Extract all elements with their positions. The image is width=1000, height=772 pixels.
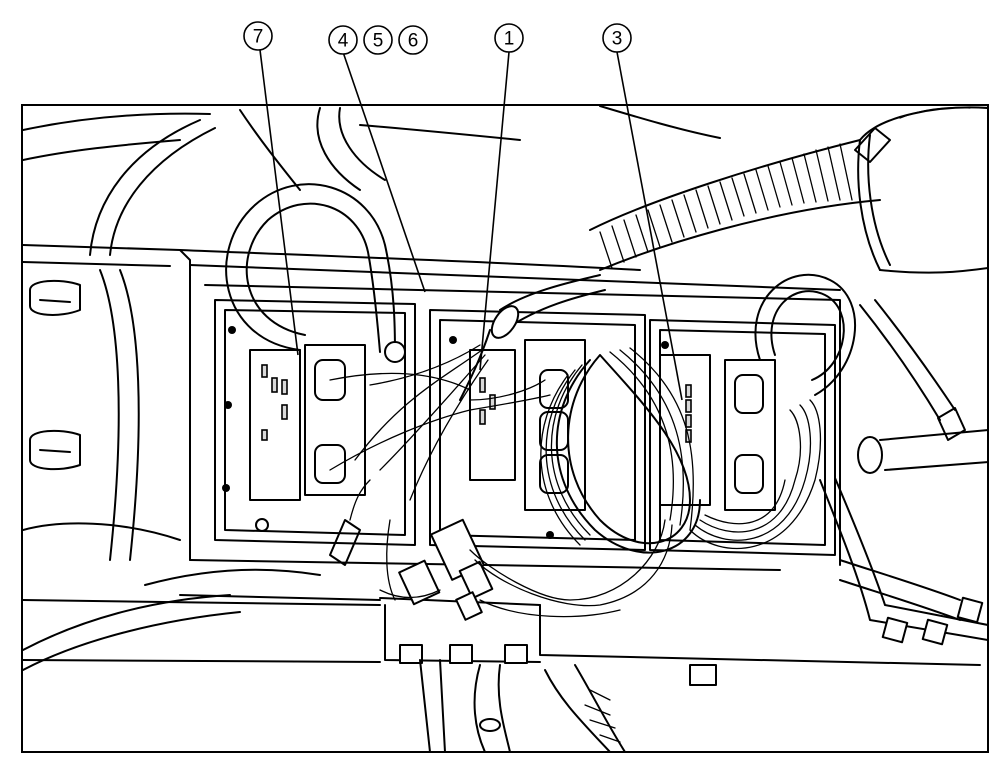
callout-6: 6 bbox=[398, 25, 428, 55]
callout-7: 7 bbox=[243, 21, 273, 51]
callout-1: 1 bbox=[494, 23, 524, 53]
callout-3: 3 bbox=[602, 23, 632, 53]
callout-7-label: 7 bbox=[253, 27, 264, 48]
callout-5: 5 bbox=[363, 25, 393, 55]
leader-line-3 bbox=[616, 51, 683, 401]
callout-6-label: 6 bbox=[408, 31, 419, 52]
leader-lines bbox=[259, 49, 683, 401]
callout-5-label: 5 bbox=[373, 31, 384, 52]
callout-4: 4 bbox=[328, 25, 358, 55]
illustration-artwork bbox=[23, 106, 987, 751]
leader-line-1 bbox=[479, 51, 510, 371]
callout-4-label: 4 bbox=[338, 31, 349, 52]
leader-line-456 bbox=[342, 51, 426, 293]
callout-1-label: 1 bbox=[504, 29, 515, 50]
leader-line-7 bbox=[259, 49, 299, 356]
callout-3-label: 3 bbox=[612, 29, 623, 50]
